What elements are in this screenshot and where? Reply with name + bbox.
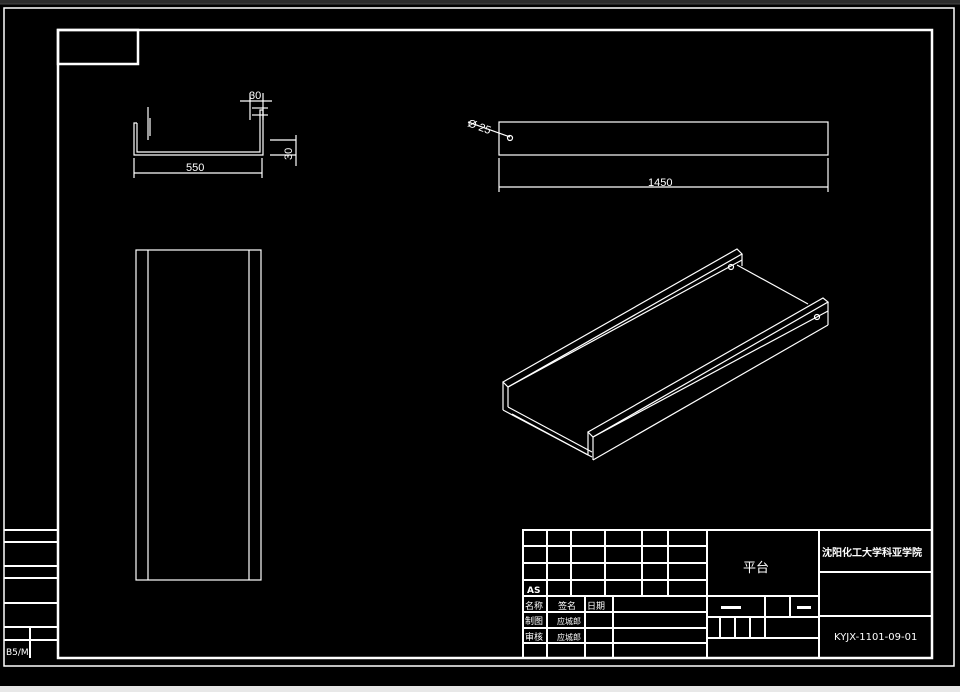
part-name: 平台 bbox=[743, 561, 769, 576]
check-label: 审核 bbox=[525, 631, 543, 643]
scale-mark-1 bbox=[721, 606, 741, 609]
isometric-view bbox=[502, 248, 830, 461]
iso-hole-1 bbox=[727, 263, 735, 271]
bottom-bar bbox=[0, 686, 960, 692]
side-view bbox=[467, 121, 829, 192]
scale-mark-2 bbox=[797, 606, 811, 609]
institution-name: 沈阳化工大学科亚学院 bbox=[822, 546, 922, 559]
hole-leader bbox=[467, 121, 511, 138]
side-view-outline bbox=[498, 121, 829, 156]
dim-side-height: 30 bbox=[283, 148, 295, 160]
drawn-name: 应城郎 bbox=[557, 616, 581, 626]
iso-hole-2 bbox=[813, 313, 821, 321]
channel-profile bbox=[133, 109, 264, 156]
header-date: 日期 bbox=[587, 601, 605, 612]
top-bar bbox=[0, 0, 960, 4]
header-sign: 签名 bbox=[558, 600, 576, 612]
dim-width: 550 bbox=[186, 162, 204, 174]
left-strip-label: B5/M bbox=[6, 648, 29, 658]
corner-box bbox=[56, 28, 140, 66]
top-view bbox=[135, 249, 262, 581]
dim-hole: Ø 25 bbox=[466, 118, 493, 137]
drawn-label: 制图 bbox=[525, 615, 543, 627]
check-name: 应城郎 bbox=[557, 632, 581, 642]
drawing-number: KYJX-1101-09-01 bbox=[834, 632, 917, 643]
header-name: 名称 bbox=[525, 600, 543, 612]
sheet-outer-border bbox=[3, 7, 955, 667]
left-strip bbox=[4, 529, 58, 658]
drawing-frame bbox=[56, 28, 934, 660]
dim-top-width: 30 bbox=[249, 90, 261, 102]
section-view bbox=[133, 93, 297, 178]
dim-length: 1450 bbox=[648, 177, 672, 189]
title-block bbox=[522, 529, 933, 659]
top-view-outline bbox=[135, 249, 262, 581]
label-as: AS bbox=[527, 586, 540, 596]
hole-circle bbox=[506, 134, 514, 142]
